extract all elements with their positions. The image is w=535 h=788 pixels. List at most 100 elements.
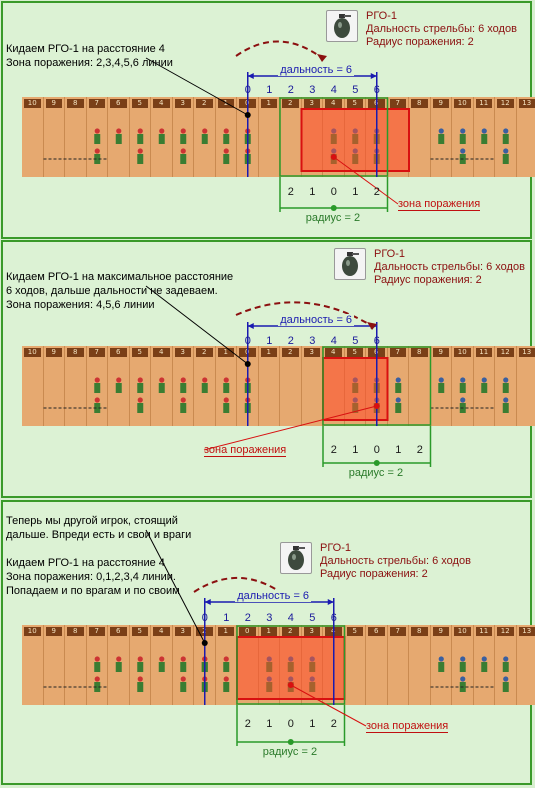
lane-label: 4	[153, 348, 170, 357]
soldier-head	[116, 377, 122, 383]
soldier-body	[180, 154, 187, 164]
lane-label: 9	[45, 348, 62, 357]
zone-label: зона поражения	[204, 444, 287, 457]
soldier-head	[137, 128, 143, 134]
lane-label: 11	[475, 99, 492, 108]
lane-cell: 4	[151, 97, 173, 177]
lane-label: 3	[303, 627, 320, 636]
lane-cell: 13	[517, 97, 535, 177]
radius-number: 2	[373, 186, 380, 198]
soldier-body	[481, 383, 488, 393]
soldier-body	[201, 383, 208, 393]
soldier-head	[481, 128, 487, 134]
lane-label: 2	[282, 627, 299, 636]
soldier-body	[223, 403, 230, 413]
lane-label: 10	[24, 627, 41, 636]
soldier-body	[502, 682, 509, 692]
soldier-body	[180, 134, 187, 144]
soldier-body	[502, 403, 509, 413]
note-line: Зона поражения: 0,1,2,3,4 линии.	[6, 571, 176, 583]
lane-label: 6	[110, 99, 127, 108]
throw-arc	[235, 40, 323, 59]
soldier-body	[502, 662, 509, 672]
soldier-body	[180, 682, 187, 692]
lane-label: 4	[325, 99, 342, 108]
soldier-body	[137, 662, 144, 672]
throw-arc	[235, 301, 373, 327]
radius-number: 1	[352, 186, 359, 198]
soldier-body	[438, 134, 445, 144]
soldier-head	[180, 656, 186, 662]
battlefield-strip: 10987654321012345678910111213	[22, 97, 535, 177]
radius-number: 2	[330, 444, 337, 456]
range-number: 0	[201, 612, 208, 624]
lane-label: 8	[411, 99, 428, 108]
soldier-body	[438, 383, 445, 393]
radius-number: 2	[330, 718, 337, 730]
lane-label: 3	[174, 627, 191, 636]
lane-cell: 9	[431, 625, 452, 705]
note-line: Кидаем РГО-1 на расстояние 4	[6, 43, 165, 55]
lane-cell: 10	[22, 346, 44, 426]
soldier-body	[459, 383, 466, 393]
lane-label: 7	[389, 627, 406, 636]
soldier-head	[395, 397, 401, 403]
lane-label: 3	[303, 348, 320, 357]
soldier-head	[137, 676, 143, 682]
soldier-body	[395, 403, 402, 413]
lane-cell: 4	[151, 346, 173, 426]
soldier-body	[94, 383, 101, 393]
note-line: 6 ходов, дальше дальности не задеваем.	[6, 285, 218, 297]
soldier-head	[503, 377, 509, 383]
soldier-head	[180, 377, 186, 383]
lane-cell: 2	[280, 346, 302, 426]
range-number: 6	[373, 335, 380, 347]
soldier-body	[502, 134, 509, 144]
lane-label: 7	[88, 99, 105, 108]
range-arrow-left	[204, 599, 211, 605]
soldier-head	[116, 656, 122, 662]
lane-cell: 9	[44, 346, 65, 426]
grenade-glyph	[334, 14, 351, 38]
soldier-body	[223, 154, 230, 164]
lane-label: 5	[346, 348, 363, 357]
range-number: 3	[266, 612, 273, 624]
lane-label: 11	[475, 348, 492, 357]
soldier-body	[137, 134, 144, 144]
lane-cell: 7	[87, 625, 108, 705]
lane-cell: 2	[194, 97, 216, 177]
lane-label: 7	[389, 99, 406, 108]
weapon-name: РГО-1	[320, 542, 352, 554]
soldier-body	[158, 383, 165, 393]
lane-label: 13	[518, 627, 535, 636]
lane-cell: 5	[130, 625, 151, 705]
soldier-head	[223, 656, 229, 662]
range-number: 1	[223, 612, 230, 624]
radius-number: 1	[352, 444, 359, 456]
weapon-radius-text: Радиус поражения: 2	[374, 274, 482, 286]
soldier-head	[202, 128, 208, 134]
lane-label: 12	[497, 627, 514, 636]
range-label: дальность = 6	[278, 314, 355, 326]
range-arrow-right	[327, 599, 334, 605]
lane-cell: 10	[22, 97, 44, 177]
soldier-body	[223, 383, 230, 393]
damage-zone	[236, 636, 346, 700]
lane-cell: 3	[173, 346, 194, 426]
range-number: 1	[266, 84, 273, 96]
lane-label: 6	[110, 627, 127, 636]
zone-label: зона поражения	[366, 720, 449, 733]
lane-cell: 1	[259, 346, 280, 426]
soldier-body	[395, 383, 402, 393]
lane-cell: 8	[65, 346, 87, 426]
range-number: 4	[330, 335, 337, 347]
range-arrow-left	[247, 323, 254, 329]
soldier-body	[481, 662, 488, 672]
soldier-head	[460, 128, 466, 134]
lane-cell: 13	[517, 625, 535, 705]
